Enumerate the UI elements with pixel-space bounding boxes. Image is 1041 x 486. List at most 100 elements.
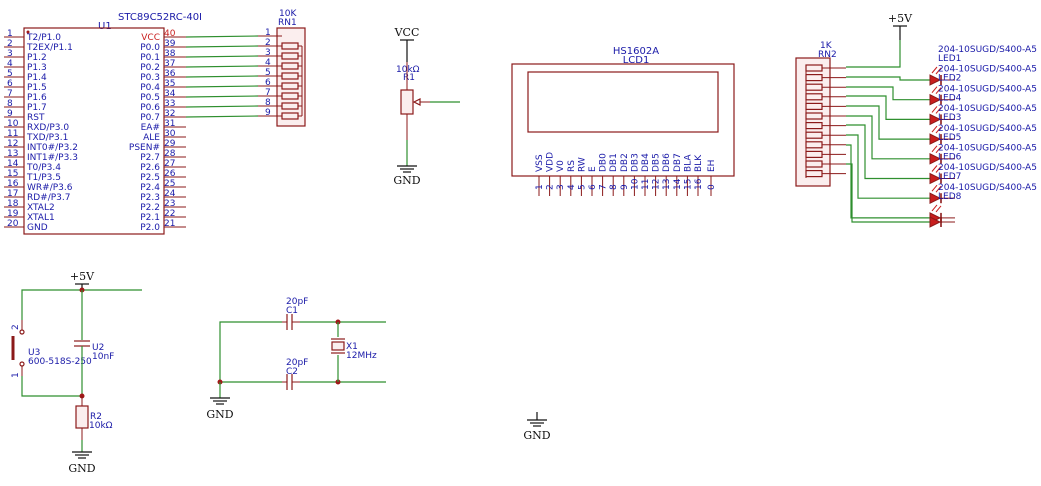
u1-left-pin-name: P1.4 bbox=[27, 73, 47, 83]
led-ref-label: LED4 bbox=[938, 93, 962, 103]
r1-vcc-label: VCC bbox=[394, 26, 420, 39]
rn2-resistor-network[interactable]: +5V 1K RN2 bbox=[795, 12, 913, 187]
lcd1-pin-name: EH bbox=[707, 160, 717, 172]
led-wire bbox=[846, 124, 930, 180]
u1-left-pin-num: 5 bbox=[7, 69, 13, 79]
u1-right-pin-name: P2.2 bbox=[140, 203, 160, 213]
u1-left-pin-num: 6 bbox=[7, 79, 13, 89]
led-emit-arrow bbox=[935, 87, 942, 95]
led-array[interactable]: 204-10SUGD/S400-A5LED1204-10SUGD/S400-A5… bbox=[846, 45, 1037, 228]
led-part-label: 204-10SUGD/S400-A5 bbox=[938, 183, 1037, 193]
p0-bus-wire bbox=[185, 115, 259, 118]
lcd1-pin-name: DB1 bbox=[609, 153, 619, 172]
u3-pin1-num: 1 bbox=[11, 372, 21, 378]
u1-left-pin-name: RD#/P3.7 bbox=[27, 193, 71, 203]
r2-ref-label: R2 bbox=[90, 412, 102, 422]
led-part-label: 204-10SUGD/S400-A5 bbox=[938, 104, 1037, 114]
osc-left-wire bbox=[219, 321, 282, 382]
u1-left-pin-num: 8 bbox=[7, 99, 13, 109]
u1-right-pin-name: P0.4 bbox=[140, 83, 160, 93]
u1-right-pin-num: 27 bbox=[164, 159, 175, 169]
lcd1-pin-num: 6 bbox=[588, 184, 598, 190]
u1-left-pin-num: 16 bbox=[7, 179, 19, 189]
lcd1-display[interactable]: HS1602A LCD1 VSS1VDD2V03RS4RW5E6DB07DB18… bbox=[511, 46, 735, 196]
rn2-supply-wire bbox=[846, 40, 901, 68]
u1-right-pin-num: 21 bbox=[164, 219, 175, 229]
lcd1-pin-name: DB5 bbox=[652, 153, 662, 172]
led-ref-label: LED3 bbox=[938, 113, 961, 123]
led-diode-icon bbox=[929, 74, 942, 86]
u1-right-pin-name: P2.4 bbox=[140, 183, 160, 193]
r1-potentiometer[interactable]: VCC 10kΩ R1 GND bbox=[393, 26, 460, 187]
u1-right-pin-num: 26 bbox=[164, 169, 176, 179]
led-part-label: 204-10SUGD/S400-A5 bbox=[938, 65, 1037, 75]
u1-right-pin-num: 28 bbox=[164, 149, 176, 159]
led-part-label: 204-10SUGD/S400-A5 bbox=[938, 144, 1037, 154]
u1-right-pin-name: P2.6 bbox=[140, 163, 160, 173]
u1-right-pin-num: 29 bbox=[164, 139, 176, 149]
led-emit-arrow bbox=[935, 166, 942, 173]
u1-left-pin-num: 3 bbox=[7, 49, 13, 59]
u1-right-pin-name: P0.0 bbox=[140, 43, 160, 53]
reset-circuit[interactable]: +5V 2 1 U3 600-518S-250 U2 10nF R2 10kΩ bbox=[11, 270, 142, 475]
u3-contact-bottom bbox=[19, 361, 25, 367]
u1-right-pin-num: 35 bbox=[164, 79, 175, 89]
led-emit-arrow bbox=[935, 107, 942, 114]
lcd1-ref-label: LCD1 bbox=[623, 55, 650, 66]
u1-left-pin-name: P1.6 bbox=[27, 93, 47, 103]
led-diode-icon bbox=[929, 216, 942, 228]
led-ref-label: LED6 bbox=[938, 153, 962, 163]
u1-left-pin-num: 1 bbox=[7, 29, 13, 39]
u1-part-label: STC89C52RC-40I bbox=[118, 12, 202, 23]
oscillator-circuit[interactable]: 20pF C1 20pF C2 X1 12MHz GND bbox=[206, 297, 386, 421]
lcd1-pin-name: RS bbox=[567, 160, 577, 172]
lcd1-pin-name: DB7 bbox=[673, 153, 683, 172]
u1-pin1-marker bbox=[26, 30, 30, 34]
led-wire bbox=[846, 76, 930, 81]
lcd1-pin-num: 5 bbox=[577, 184, 587, 190]
u1-left-pin-num: 2 bbox=[7, 39, 13, 49]
u1-right-pin-num: 33 bbox=[164, 99, 175, 109]
osc-gnd-label: GND bbox=[206, 408, 233, 421]
lcd1-pin-name: BLK bbox=[694, 154, 704, 172]
led-diode-icon bbox=[929, 172, 942, 185]
led-wire bbox=[846, 105, 930, 140]
lcd1-pin-num: 4 bbox=[567, 184, 577, 190]
u1-right-pin-name: P0.6 bbox=[140, 103, 160, 113]
p0-bus-wire bbox=[185, 45, 259, 48]
led-ref-label: LED1 bbox=[938, 54, 961, 64]
u1-left-pin-name: T2EX/P1.1 bbox=[26, 43, 73, 53]
lcd1-pin-num: 3 bbox=[556, 184, 566, 190]
r1-value-label: 10kΩ bbox=[396, 65, 420, 75]
u3-pin2-num: 2 bbox=[11, 324, 21, 330]
p0-bus-wire bbox=[185, 95, 259, 98]
u1-right-pin-name: EA# bbox=[141, 123, 160, 133]
lcd1-pins: VSS1VDD2V03RS4RW5E6DB07DB18DB29DB310DB41… bbox=[535, 152, 717, 196]
led-emit-arrow bbox=[931, 184, 938, 192]
gnd-symbol[interactable]: GND bbox=[523, 412, 551, 442]
r1-body bbox=[400, 89, 414, 115]
u1-right-pin-num: 32 bbox=[164, 109, 175, 119]
u1-right-pins: 40VCC39P0.038P0.137P0.236P0.335P0.434P0.… bbox=[129, 29, 186, 233]
rn1-pin-num: 4 bbox=[265, 58, 271, 68]
led-emit-arrow bbox=[931, 106, 938, 113]
rn1-pin-num: 9 bbox=[265, 108, 271, 118]
u1-left-pin-name: INT1#/P3.3 bbox=[27, 153, 78, 163]
u1-left-pin-name: P1.3 bbox=[27, 63, 47, 73]
u1-left-pin-name: WR#/P3.6 bbox=[27, 183, 73, 193]
rn1-pin-num: 6 bbox=[265, 78, 271, 88]
u3-ref-label: U3 bbox=[28, 348, 40, 358]
u1-right-pin-name: P2.0 bbox=[140, 223, 160, 233]
led-emit-arrow bbox=[931, 86, 938, 94]
lcd1-pin-num: 16 bbox=[694, 178, 704, 190]
rn1-pin-num: 8 bbox=[265, 98, 271, 108]
u1-right-pin-num: 40 bbox=[164, 29, 176, 39]
u1-ref-label: U1 bbox=[98, 21, 112, 32]
led-ref-label: LED2 bbox=[938, 74, 961, 84]
lcd1-outer-frame bbox=[511, 63, 735, 177]
u1-right-pin-name: P0.3 bbox=[140, 73, 160, 83]
